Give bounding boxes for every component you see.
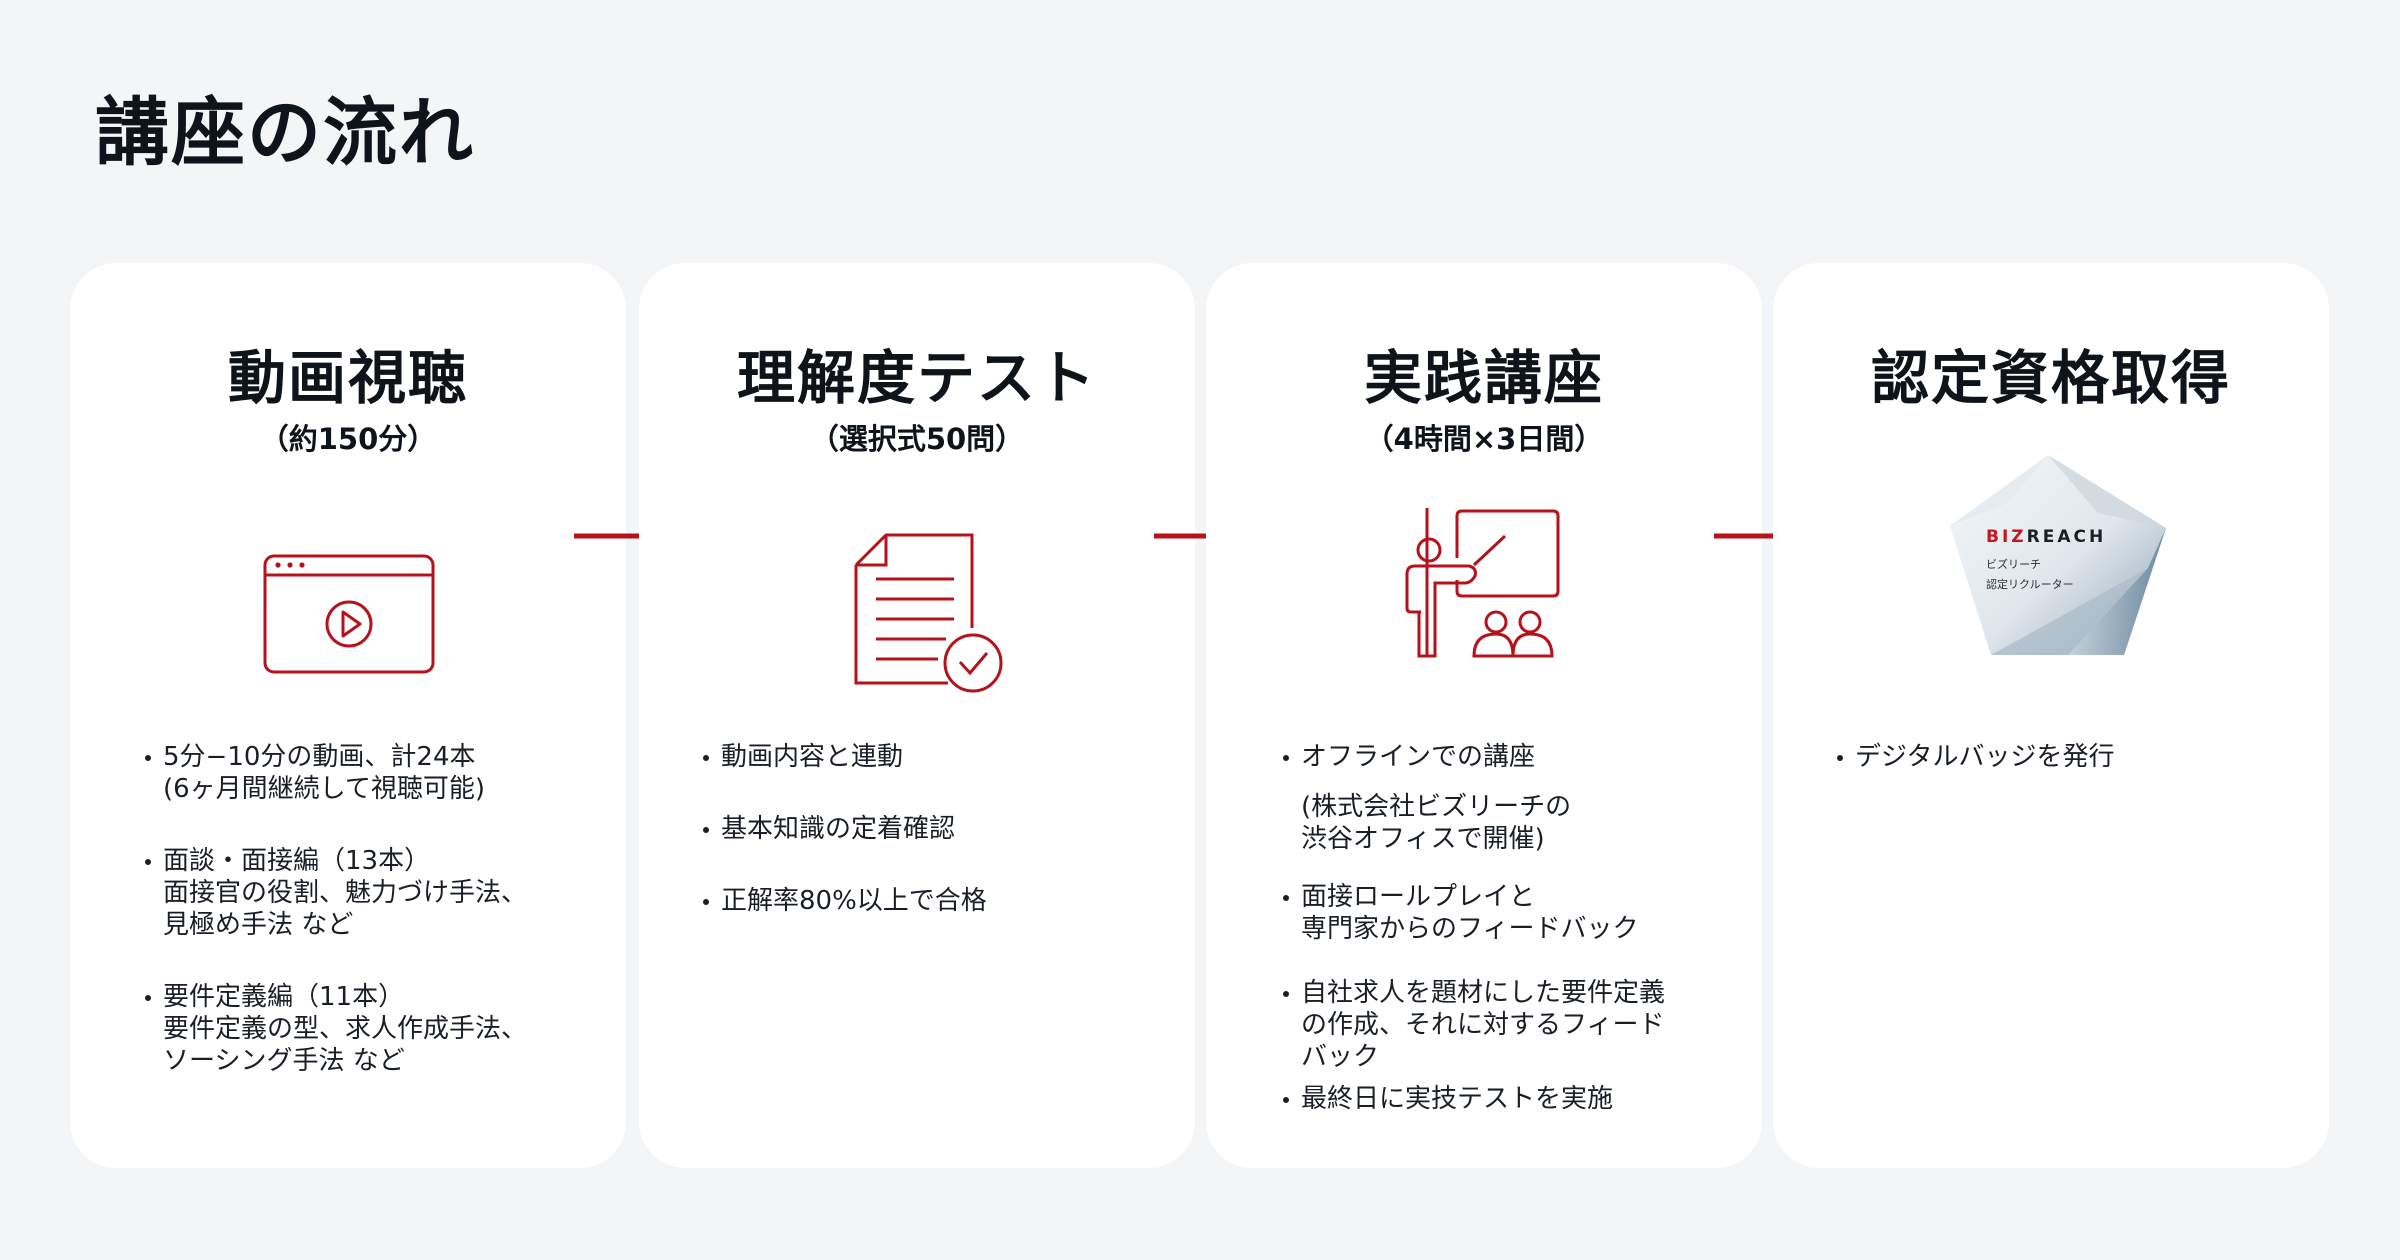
bullet-item: 自社求人を題材にした要件定義 の作成、それに対するフィード バック (1281, 977, 1665, 1073)
bullet-item: 基本知識の定着確認 (701, 813, 987, 845)
bullet-note: (株式会社ビズリーチの 渋谷オフィスで開催) (1301, 792, 1572, 854)
certification-badge-icon: BIZREACH ビズリーチ 認定リクルーター (1948, 453, 2168, 659)
step-subtitle: （選択式50問） (809, 422, 1025, 456)
step-card-practice: 実践講座 （4時間×3日間） オフラインでの講座 (株式会社ビズリーチの 渋谷オ… (1206, 263, 1762, 1168)
step-subtitle: （約150分） (259, 422, 437, 456)
bullet-item: 要件定義編（11本） 要件定義の型、求人作成手法、 ソーシング手法 など (143, 981, 527, 1077)
bullet-item: 動画内容と連動 (701, 741, 987, 773)
step-card-certification: 認定資格取得 BIZREACH ビズリーチ 認 (1773, 263, 2329, 1168)
bullet-item: オフラインでの講座 (1281, 741, 1665, 773)
bullet-item: 正解率80%以上で合格 (701, 885, 987, 917)
step-bullets: 5分−10分の動画、計24本 (6ヶ月間継続して視聴可能) 面談・面接編（13本… (143, 741, 527, 1077)
bullet-item: 5分−10分の動画、計24本 (6ヶ月間継続して視聴可能) (143, 741, 527, 805)
step-title: 実践講座 (1363, 344, 1604, 412)
bullet-item: 面談・面接編（13本） 面接官の役割、魅力づけ手法、 見極め手法 など (143, 845, 527, 941)
badge-line2: 認定リクルーター (1986, 578, 2074, 591)
bullet-item: 面接ロールプレイと 専門家からのフィードバック (1281, 881, 1665, 945)
step-title: 動画視聴 (227, 344, 468, 412)
step-card-test: 理解度テスト （選択式50問） 動画内容と連動 基本知識の定着確認 正解率80%… (639, 263, 1195, 1168)
page-title: 講座の流れ (95, 90, 475, 176)
badge-brand-logo: BIZREACH (1986, 529, 2106, 546)
bullet-item: デジタルバッジを発行 (1835, 741, 2114, 773)
badge-brand-reach: REACH (2026, 527, 2107, 547)
video-player-icon (263, 554, 435, 678)
step-card-video: 動画視聴 （約150分） 5分−10分の動画、計24本 (6ヶ月間継続して視聴可… (70, 263, 626, 1168)
teacher-presentation-icon (1405, 508, 1565, 662)
step-bullets: 動画内容と連動 基本知識の定着確認 正解率80%以上で合格 (701, 741, 987, 917)
step-title: 認定資格取得 (1870, 344, 2231, 412)
badge-line1: ビズリーチ (1986, 558, 2041, 571)
bullet-item: 最終日に実技テストを実施 (1281, 1083, 1665, 1115)
step-subtitle: （4時間×3日間） (1364, 422, 1604, 456)
step-bullets: デジタルバッジを発行 (1835, 741, 2114, 773)
step-title: 理解度テスト (736, 344, 1097, 412)
badge-brand-biz: BIZ (1986, 527, 2027, 547)
document-check-icon (854, 533, 1006, 697)
step-bullets: オフラインでの講座 (株式会社ビズリーチの 渋谷オフィスで開催) 面接ロールプレ… (1281, 741, 1665, 1115)
